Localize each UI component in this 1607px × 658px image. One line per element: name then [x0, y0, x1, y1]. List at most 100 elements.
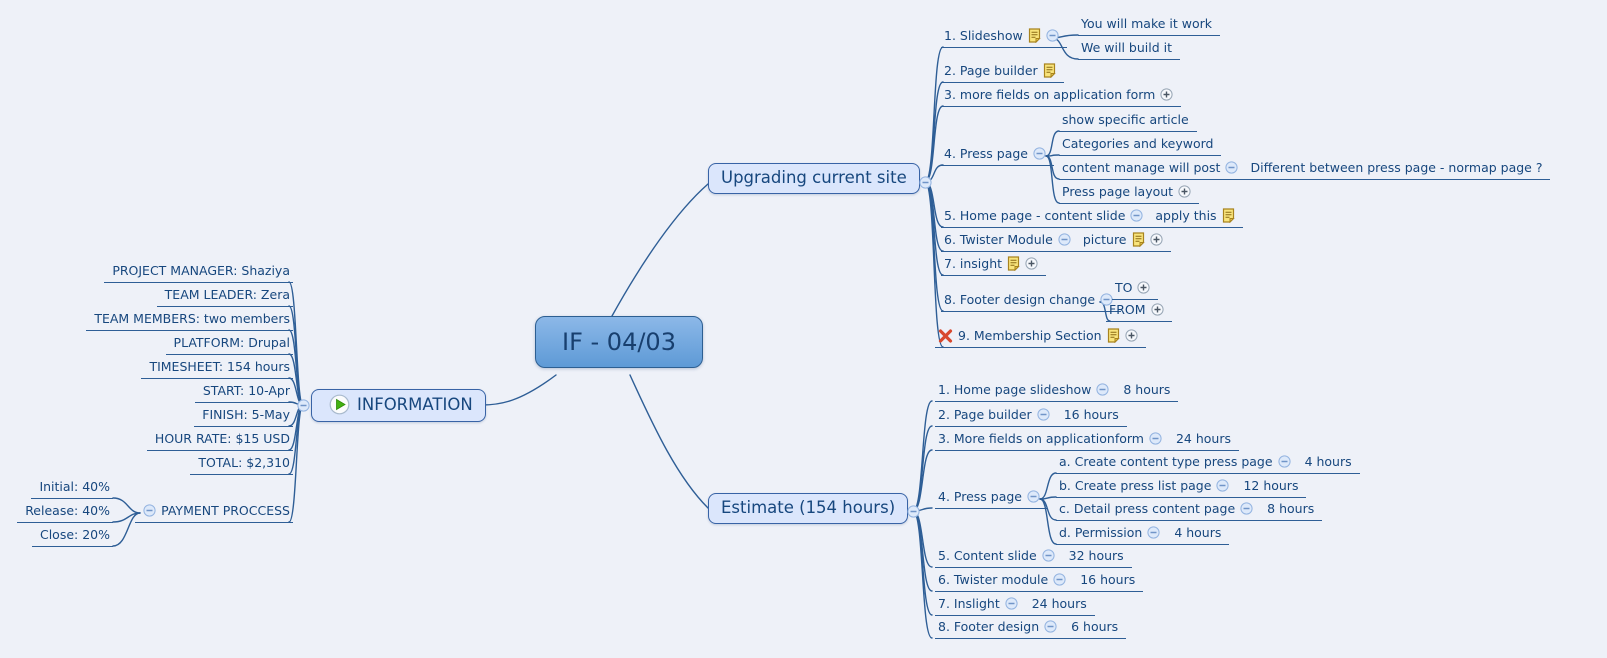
upg-node-twister-module[interactable]: 6. Twister Module picture	[941, 229, 1171, 252]
note-icon[interactable]	[1222, 208, 1235, 223]
info-node-total[interactable]: TOTAL: $2,310	[190, 452, 293, 475]
expand-icon[interactable]	[1025, 257, 1038, 270]
collapse-icon[interactable]	[1216, 479, 1230, 492]
expand-icon[interactable]	[1160, 88, 1173, 101]
upg-node-we-will-build-it[interactable]: We will build it	[1078, 37, 1180, 60]
upg-node-home-page-content-slide[interactable]: 5. Home page - content slide apply this	[941, 205, 1243, 228]
upg-node-from[interactable]: FROM	[1106, 299, 1172, 322]
info-node-platform[interactable]: PLATFORM: Drupal	[165, 332, 293, 355]
node-label: 6. Twister Module	[944, 232, 1053, 247]
est-node-create-content-type[interactable]: a. Create content type press page 4 hour…	[1056, 451, 1360, 474]
hours-node[interactable]: 6 hours	[1071, 619, 1119, 634]
payment-node-initial[interactable]: Initial: 40%	[31, 476, 113, 499]
central-topic[interactable]: IF - 04/03	[535, 316, 703, 368]
note-icon[interactable]	[1107, 328, 1120, 343]
upg-node-page-builder[interactable]: 2. Page builder	[941, 60, 1064, 83]
payment-node-close[interactable]: Close: 20%	[31, 524, 113, 547]
note-icon[interactable]	[1007, 256, 1020, 271]
expand-icon[interactable]	[1137, 281, 1151, 294]
upg-node-insight[interactable]: 7. insight	[941, 253, 1047, 276]
collapse-icon[interactable]	[1037, 408, 1050, 421]
note-icon[interactable]	[1043, 63, 1056, 78]
upg-node-press-page-layout[interactable]: Press page layout	[1059, 181, 1200, 204]
collapse-icon[interactable]	[1149, 432, 1162, 445]
upg-node-content-manage[interactable]: content manage will post Different betwe…	[1059, 157, 1551, 180]
est-node-footer-design[interactable]: 8. Footer design 6 hours	[935, 616, 1127, 639]
node-label: 8. Footer design change	[944, 292, 1096, 307]
hours-node[interactable]: 8 hours	[1123, 382, 1171, 397]
info-node-team-members[interactable]: TEAM MEMBERS: two members	[86, 308, 293, 331]
collapse-icon[interactable]	[1277, 455, 1291, 468]
expand-icon[interactable]	[1178, 185, 1191, 198]
upg-node-slideshow[interactable]: 1. Slideshow	[941, 25, 1067, 48]
hours-node[interactable]: 24 hours	[1175, 431, 1231, 446]
collapse-icon[interactable]	[1005, 597, 1018, 610]
est-node-page-builder[interactable]: 2. Page builder 16 hours	[935, 404, 1127, 427]
topic-estimate[interactable]: Estimate (154 hours)	[708, 493, 909, 524]
topic-information[interactable]: INFORMATION	[311, 389, 486, 422]
upg-node-press-page[interactable]: 4. Press page	[941, 143, 1054, 166]
info-node-hour-rate[interactable]: HOUR RATE: $15 USD	[146, 428, 293, 451]
node-label-picture[interactable]: picture	[1082, 232, 1127, 247]
collapse-icon[interactable]	[907, 505, 920, 518]
note-icon[interactable]	[1132, 232, 1145, 247]
central-topic-label: IF - 04/03	[562, 328, 676, 356]
hours-node[interactable]: 4 hours	[1174, 525, 1222, 540]
collapse-icon[interactable]	[143, 504, 156, 517]
upg-node-show-specific-article[interactable]: show specific article	[1059, 109, 1197, 132]
collapse-icon[interactable]	[919, 176, 932, 189]
hours-node[interactable]: 32 hours	[1068, 548, 1124, 563]
collapse-icon[interactable]	[1130, 209, 1143, 222]
hours-node[interactable]: 12 hours	[1243, 478, 1299, 493]
est-node-create-press-list[interactable]: b. Create press list page 12 hours	[1056, 475, 1307, 498]
collapse-icon[interactable]	[1042, 549, 1055, 562]
expand-icon[interactable]	[1124, 329, 1138, 342]
collapse-icon[interactable]	[1147, 526, 1160, 539]
node-label-apply-this[interactable]: apply this	[1155, 208, 1217, 223]
info-node-start[interactable]: START: 10-Apr	[194, 380, 293, 403]
collapse-icon[interactable]	[1058, 233, 1071, 246]
upg-node-to[interactable]: TO	[1112, 277, 1159, 300]
collapse-icon[interactable]	[1044, 620, 1057, 633]
note-icon[interactable]	[1028, 28, 1041, 43]
collapse-icon[interactable]	[297, 399, 310, 412]
upg-node-make-it-work[interactable]: You will make it work	[1078, 13, 1221, 36]
upg-node-membership-section[interactable]: 9. Membership Section	[935, 325, 1146, 348]
collapse-icon[interactable]	[1240, 502, 1253, 515]
collapse-icon[interactable]	[1053, 573, 1066, 586]
collapse-icon[interactable]	[1033, 147, 1046, 160]
upg-node-footer-design-change[interactable]: 8. Footer design change	[941, 289, 1122, 312]
upg-node-more-fields[interactable]: 3. more fields on application form	[941, 84, 1182, 107]
hours-node[interactable]: 4 hours	[1304, 454, 1352, 469]
est-node-home-page-slideshow[interactable]: 1. Home page slideshow 8 hours	[935, 379, 1179, 402]
upg-node-categories-keyword[interactable]: Categories and keyword	[1059, 133, 1222, 156]
hours-node[interactable]: 16 hours	[1080, 572, 1136, 587]
node-label: b. Create press list page	[1059, 478, 1212, 493]
collapse-icon[interactable]	[1100, 293, 1113, 306]
est-node-twister-module[interactable]: 6. Twister module 16 hours	[935, 569, 1144, 592]
hours-node[interactable]: 24 hours	[1031, 596, 1087, 611]
collapse-icon[interactable]	[1046, 29, 1059, 42]
collapse-icon[interactable]	[1027, 490, 1040, 503]
expand-icon[interactable]	[1150, 303, 1164, 316]
est-node-permission[interactable]: d. Permission 4 hours	[1056, 522, 1230, 545]
hours-node[interactable]: 16 hours	[1063, 407, 1119, 422]
info-node-team-leader[interactable]: TEAM LEADER: Zera	[156, 284, 293, 307]
est-node-press-page[interactable]: 4. Press page	[935, 486, 1048, 509]
payment-node-release[interactable]: Release: 40%	[17, 500, 113, 523]
info-node-project-manager[interactable]: PROJECT MANAGER: Shaziya	[104, 260, 293, 283]
info-node-finish[interactable]: FINISH: 5-May	[194, 404, 293, 427]
est-node-detail-press-content[interactable]: c. Detail press content page 8 hours	[1056, 498, 1323, 521]
node-label: 8. Footer design	[938, 619, 1040, 634]
est-node-more-fields[interactable]: 3. More fields on applicationform 24 hou…	[935, 428, 1239, 451]
expand-icon[interactable]	[1149, 233, 1163, 246]
info-node-payment-proccess[interactable]: PAYMENT PROCCESS	[135, 500, 293, 523]
collapse-icon[interactable]	[1096, 383, 1109, 396]
est-node-content-slide[interactable]: 5. Content slide 32 hours	[935, 545, 1132, 568]
topic-upgrading-current-site[interactable]: Upgrading current site	[708, 163, 920, 194]
hours-node[interactable]: 8 hours	[1267, 501, 1315, 516]
info-node-timesheet[interactable]: TIMESHEET: 154 hours	[141, 356, 293, 379]
collapse-icon[interactable]	[1225, 161, 1239, 174]
est-node-inslight[interactable]: 7. Inslight 24 hours	[935, 593, 1095, 616]
node-label-different-pages[interactable]: Different between press page - normap pa…	[1250, 160, 1543, 175]
